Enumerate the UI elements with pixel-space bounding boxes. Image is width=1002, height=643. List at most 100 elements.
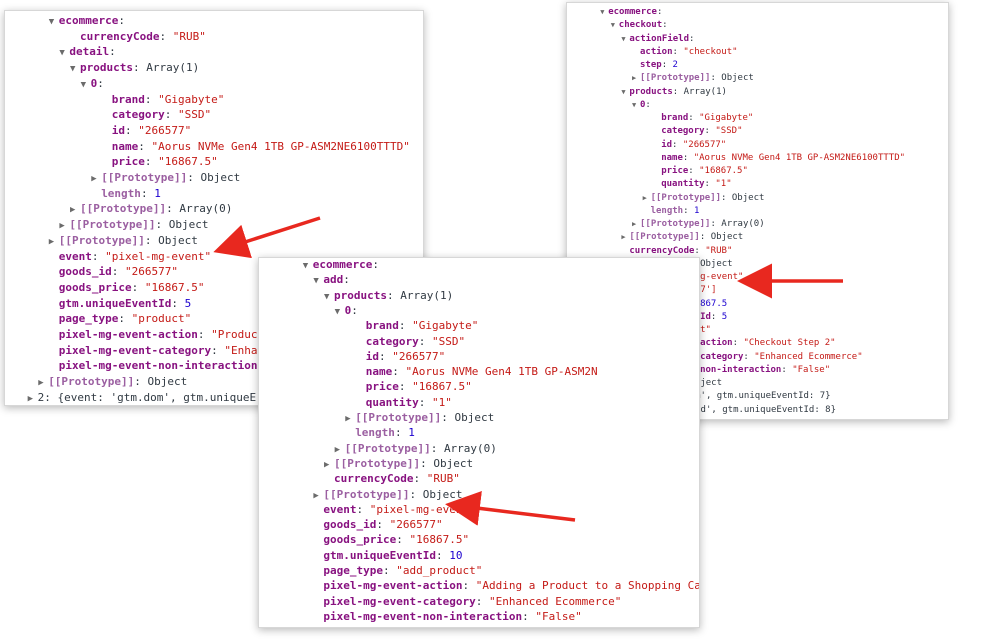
tree-row[interactable]: goods_id: "266577" — [49, 266, 178, 277]
triangle-right-icon[interactable]: ▶ — [632, 220, 637, 228]
triangle-down-icon[interactable]: ▼ — [334, 306, 341, 317]
property-key: step — [640, 60, 662, 70]
triangle-down-icon[interactable]: ▼ — [610, 21, 616, 30]
triangle-down-icon[interactable]: ▼ — [600, 8, 605, 16]
tree-row[interactable]: length: 1 — [643, 206, 700, 216]
triangle-right-icon[interactable]: ▶ — [59, 221, 65, 232]
tree-row[interactable]: step: 2 — [632, 61, 678, 70]
tree-row[interactable]: ▶[[Prototype]]: Object — [91, 172, 240, 184]
tree-row[interactable]: pixel-mg-event-action: "Product — [49, 329, 264, 340]
tree-row[interactable]: ▼products: Array(1) — [70, 62, 199, 74]
triangle-right-icon[interactable]: ▶ — [91, 174, 97, 184]
triangle-down-icon[interactable]: ▼ — [80, 79, 87, 90]
tree-row[interactable]: ▶[[Prototype]]: Object — [632, 74, 754, 83]
tree-row[interactable]: ▶[[Prototype]]: Object — [642, 193, 765, 203]
tree-row[interactable]: event: "pixel-mg-event" — [313, 504, 475, 515]
tree-row[interactable]: ▶2: {event: 'gtm.dom', gtm.uniqueE — [28, 392, 257, 404]
tree-row[interactable]: category: "SSD" — [653, 127, 742, 136]
tree-row[interactable]: price: "16867.5" — [102, 156, 218, 167]
tree-row[interactable]: ▼add: — [313, 274, 350, 286]
tree-row[interactable]: ▶[[Prototype]]: Object — [59, 219, 208, 231]
tree-row[interactable]: ▶[[Prototype]]: Array(0) — [632, 220, 765, 229]
tree-row[interactable]: price: "16867.5" — [653, 167, 748, 176]
triangle-right-icon[interactable]: ▶ — [345, 414, 351, 424]
triangle-right-icon[interactable]: ▶ — [642, 193, 647, 202]
tree-row[interactable]: ▶[[Prototype]]: Object — [621, 233, 743, 242]
tree-row[interactable]: ▼products: Array(1) — [621, 87, 727, 97]
triangle-right-icon[interactable]: ▶ — [313, 490, 319, 501]
triangle-down-icon[interactable]: ▼ — [324, 291, 330, 302]
tree-row[interactable]: name: "Aorus NVMe Gen4 1TB GP-ASM2NE6100… — [653, 153, 905, 163]
tree-row[interactable]: category: "SSD" — [102, 109, 211, 120]
tree-row[interactable]: pixel-mg-event-non-interaction: "False" — [611, 365, 830, 375]
tree-row[interactable]: page_type: "add_product" — [313, 565, 482, 576]
tree-row[interactable]: ▼actionField: — [621, 34, 694, 44]
tree-row[interactable]: name: "Aorus NVMe Gen4 1TB GP-ASM2N — [356, 366, 598, 377]
tree-row[interactable]: ▶[[Prototype]]: Object — [345, 412, 494, 424]
tree-row[interactable]: pixel-mg-event-non-interaction: "False" — [313, 611, 581, 622]
tree-row[interactable]: quantity: "1" — [653, 180, 731, 189]
tree-row[interactable]: goods_id: "266577" — [313, 519, 442, 530]
tree-row[interactable]: pixel-mg-event-category: "Enhan — [49, 345, 264, 356]
triangle-right-icon[interactable]: ▶ — [334, 444, 341, 455]
tree-row[interactable]: ▶[[Prototype]]: Object — [49, 235, 198, 247]
tree-row[interactable]: ▶[[Prototype]]: Object — [313, 489, 462, 501]
tree-row[interactable]: ▼0: — [81, 78, 104, 90]
tree-row[interactable]: ▶[[Prototype]]: Object — [324, 458, 473, 470]
tree-row[interactable]: action: "checkout" — [632, 47, 738, 57]
tree-row[interactable]: event: "pixel-mg-event" — [49, 251, 211, 262]
tree-row[interactable]: ▼checkout: — [611, 21, 668, 30]
triangle-right-icon[interactable]: ▶ — [48, 236, 55, 247]
triangle-right-icon[interactable]: ▶ — [38, 378, 44, 389]
tree-row[interactable]: ▼detail: — [59, 46, 115, 58]
tree-row[interactable]: currencyCode: "RUB" — [70, 31, 206, 42]
tree-row[interactable]: goods_price: "16867.5" — [49, 282, 205, 293]
tree-row[interactable]: currencyCode: "RUB" — [621, 246, 732, 256]
tree-row[interactable]: brand: "Gigabyte" — [653, 114, 753, 123]
tree-row[interactable]: length: 1 — [345, 427, 415, 438]
triangle-down-icon[interactable]: ▼ — [621, 87, 626, 96]
tree-row[interactable]: id: "266577" — [356, 351, 445, 362]
tree-row[interactable]: ▼0: — [632, 100, 651, 110]
triangle-down-icon[interactable]: ▼ — [632, 100, 637, 109]
triangle-down-icon[interactable]: ▼ — [70, 64, 76, 75]
triangle-right-icon[interactable]: ▶ — [70, 205, 76, 216]
tree-row[interactable]: gtm.uniqueEventId: 10 — [313, 550, 462, 561]
tree-row[interactable]: ▶[[Prototype]]: Array(0) — [335, 443, 497, 455]
tree-row[interactable]: ▶[[Prototype]]: Array(0) — [70, 203, 232, 215]
tree-row[interactable]: length: 1 — [91, 188, 161, 199]
tree-row[interactable]: page_type: "product" — [49, 313, 191, 324]
tree-row[interactable]: name: "Aorus NVMe Gen4 1TB GP-ASM2NE6100… — [102, 141, 410, 152]
property-value: "16867.5" — [158, 155, 218, 169]
tree-row[interactable]: brand: "Gigabyte" — [356, 320, 479, 331]
tree-row[interactable]: category: "SSD" — [356, 336, 465, 347]
tree-row[interactable]: goods_price: "16867.5" — [313, 534, 469, 545]
tree-row[interactable]: ▶[[Prototype]]: Object — [38, 376, 187, 388]
triangle-down-icon[interactable]: ▼ — [302, 261, 309, 271]
tree-row[interactable]: gtm.uniqueEventId: 5 — [49, 298, 191, 309]
triangle-right-icon[interactable]: ▶ — [632, 74, 637, 83]
tree-row[interactable]: currencyCode: "RUB" — [324, 473, 460, 484]
tree-row[interactable]: ▼ecommerce: — [49, 15, 125, 27]
property-key: id — [365, 349, 380, 363]
tree-row[interactable]: quantity: "1" — [356, 397, 452, 408]
tree-row[interactable]: pixel-mg-event-category: "Enhanced Ecomm… — [313, 596, 621, 607]
tree-row[interactable]: pixel-mg-event-action: "Adding a Product… — [313, 580, 699, 591]
tree-row[interactable]: id: "266577" — [653, 140, 726, 150]
triangle-down-icon[interactable]: ▼ — [48, 17, 55, 27]
triangle-right-icon[interactable]: ▶ — [324, 459, 330, 470]
tree-row[interactable]: ▼ecommerce: — [600, 8, 662, 17]
tree-row[interactable]: pixel-mg-event-non-interaction: — [49, 360, 271, 371]
tree-row[interactable]: ▼products: Array(1) — [324, 290, 453, 302]
tree-row[interactable]: ▼ecommerce: — [303, 259, 379, 271]
triangle-down-icon[interactable]: ▼ — [621, 34, 626, 43]
tree-row[interactable]: ▼0: — [335, 305, 358, 317]
triangle-down-icon[interactable]: ▼ — [313, 276, 319, 287]
tree-row[interactable]: price: "16867.5" — [356, 381, 472, 392]
tree-row[interactable]: id: "266577" — [102, 125, 191, 136]
property-value: "SSD" — [432, 334, 466, 348]
triangle-right-icon[interactable]: ▶ — [27, 393, 34, 404]
triangle-down-icon[interactable]: ▼ — [59, 48, 65, 59]
triangle-right-icon[interactable]: ▶ — [621, 233, 626, 242]
tree-row[interactable]: brand: "Gigabyte" — [102, 94, 225, 105]
